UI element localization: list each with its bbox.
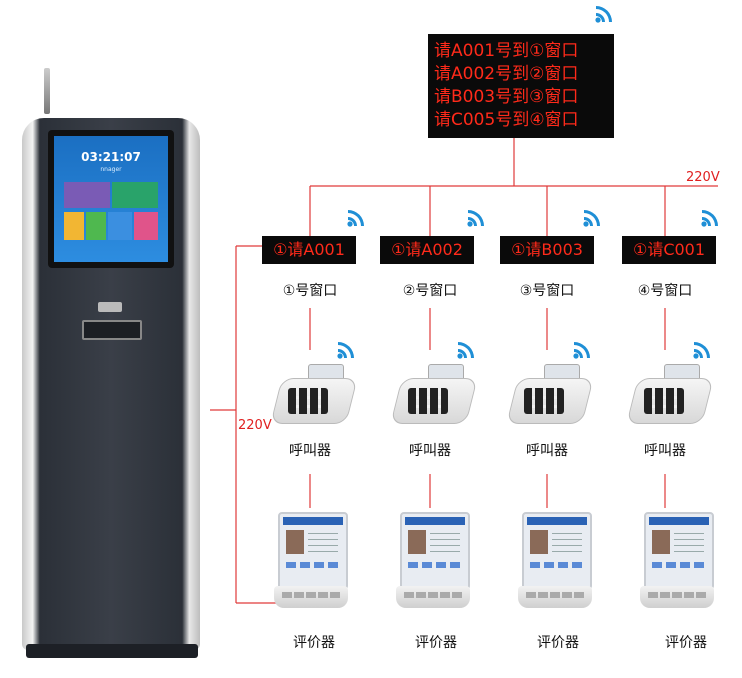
- caller-keypad: [644, 388, 684, 414]
- kiosk-screen-frame: 03:21:07 nnager: [48, 130, 174, 268]
- kiosk-time: 03:21:07: [81, 150, 141, 164]
- staff-photo: [408, 530, 426, 554]
- evaluator-buttons: [404, 592, 462, 598]
- wifi-icon: [701, 210, 718, 227]
- main-led-line: 请C005号到④窗口: [434, 110, 579, 130]
- window-led-display: ①请A002: [380, 236, 474, 264]
- wifi-icon: [457, 342, 474, 359]
- caller-label: 呼叫器: [644, 443, 686, 459]
- staff-info: [674, 532, 704, 552]
- evaluator-device: [396, 512, 470, 612]
- evaluator-screen: [400, 512, 470, 590]
- window-led-display: ①请B003: [500, 236, 594, 264]
- wifi-icon: [467, 210, 484, 227]
- window-name: ③号窗口: [519, 283, 575, 299]
- staff-info: [430, 532, 460, 552]
- window-led-display: ①请C001: [622, 236, 716, 264]
- staff-info: [552, 532, 582, 552]
- kiosk-base: [26, 644, 198, 658]
- wifi-icon: [347, 210, 364, 227]
- staff-info: [308, 532, 338, 552]
- kiosk-tile[interactable]: [64, 182, 110, 208]
- voltage-label-top: 220V: [686, 170, 720, 185]
- caller-device: [506, 364, 594, 426]
- wifi-icon: [337, 342, 354, 359]
- wifi-icon: [693, 342, 710, 359]
- evaluator-header: [405, 517, 465, 525]
- evaluator-header: [527, 517, 587, 525]
- top-crop-strip: [0, 0, 742, 6]
- caller-label: 呼叫器: [526, 443, 568, 459]
- evaluator-device: [518, 512, 592, 612]
- voltage-label-left: 220V: [238, 418, 272, 433]
- caller-keypad: [408, 388, 448, 414]
- window-led-display: ①请A001: [262, 236, 356, 264]
- evaluator-screen: [278, 512, 348, 590]
- kiosk-screen: 03:21:07 nnager: [54, 136, 168, 262]
- caller-keypad: [524, 388, 564, 414]
- caller-device: [390, 364, 478, 426]
- main-led-line: 请A002号到②窗口: [434, 64, 579, 84]
- kiosk-antenna: [44, 68, 50, 114]
- evaluator-screen: [522, 512, 592, 590]
- rating-options: [408, 562, 462, 568]
- evaluator-header: [283, 517, 343, 525]
- caller-device: [270, 364, 358, 426]
- kiosk-brand: nnager: [100, 166, 122, 173]
- evaluator-base: [274, 586, 348, 608]
- staff-photo: [530, 530, 548, 554]
- main-led-line: 请A001号到①窗口: [434, 41, 579, 61]
- evaluator-base: [518, 586, 592, 608]
- evaluator-header: [649, 517, 709, 525]
- evaluator-label: 评价器: [537, 635, 579, 651]
- kiosk-tile[interactable]: [64, 212, 84, 240]
- caller-label: 呼叫器: [409, 443, 451, 459]
- window-name: ②号窗口: [402, 283, 458, 299]
- card-reader-icon: [98, 302, 122, 312]
- evaluator-buttons: [526, 592, 584, 598]
- ticket-slot: [82, 320, 142, 340]
- kiosk-tile[interactable]: [112, 182, 158, 208]
- evaluator-buttons: [648, 592, 706, 598]
- caller-keypad: [288, 388, 328, 414]
- evaluator-base: [640, 586, 714, 608]
- evaluator-device: [640, 512, 714, 612]
- evaluator-label: 评价器: [415, 635, 457, 651]
- rating-options: [652, 562, 706, 568]
- evaluator-device: [274, 512, 348, 612]
- evaluator-label: 评价器: [665, 635, 707, 651]
- wifi-icon: [573, 342, 590, 359]
- evaluator-label: 评价器: [293, 635, 335, 651]
- evaluator-base: [396, 586, 470, 608]
- kiosk-tile[interactable]: [134, 212, 158, 240]
- evaluator-screen: [644, 512, 714, 590]
- window-name: ④号窗口: [637, 283, 693, 299]
- caller-device: [626, 364, 714, 426]
- main-led-display: 请A001号到①窗口 请A002号到②窗口 请B003号到③窗口 请C005号到…: [428, 34, 614, 138]
- kiosk-tile[interactable]: [108, 212, 132, 240]
- rating-options: [530, 562, 584, 568]
- kiosk-tile[interactable]: [86, 212, 106, 240]
- wifi-icon: [595, 6, 612, 23]
- staff-photo: [286, 530, 304, 554]
- wifi-icon: [583, 210, 600, 227]
- queue-kiosk: 03:21:07 nnager: [22, 68, 212, 666]
- staff-photo: [652, 530, 670, 554]
- caller-label: 呼叫器: [289, 443, 331, 459]
- evaluator-buttons: [282, 592, 340, 598]
- window-name: ①号窗口: [282, 283, 338, 299]
- rating-options: [286, 562, 340, 568]
- main-led-line: 请B003号到③窗口: [434, 87, 579, 107]
